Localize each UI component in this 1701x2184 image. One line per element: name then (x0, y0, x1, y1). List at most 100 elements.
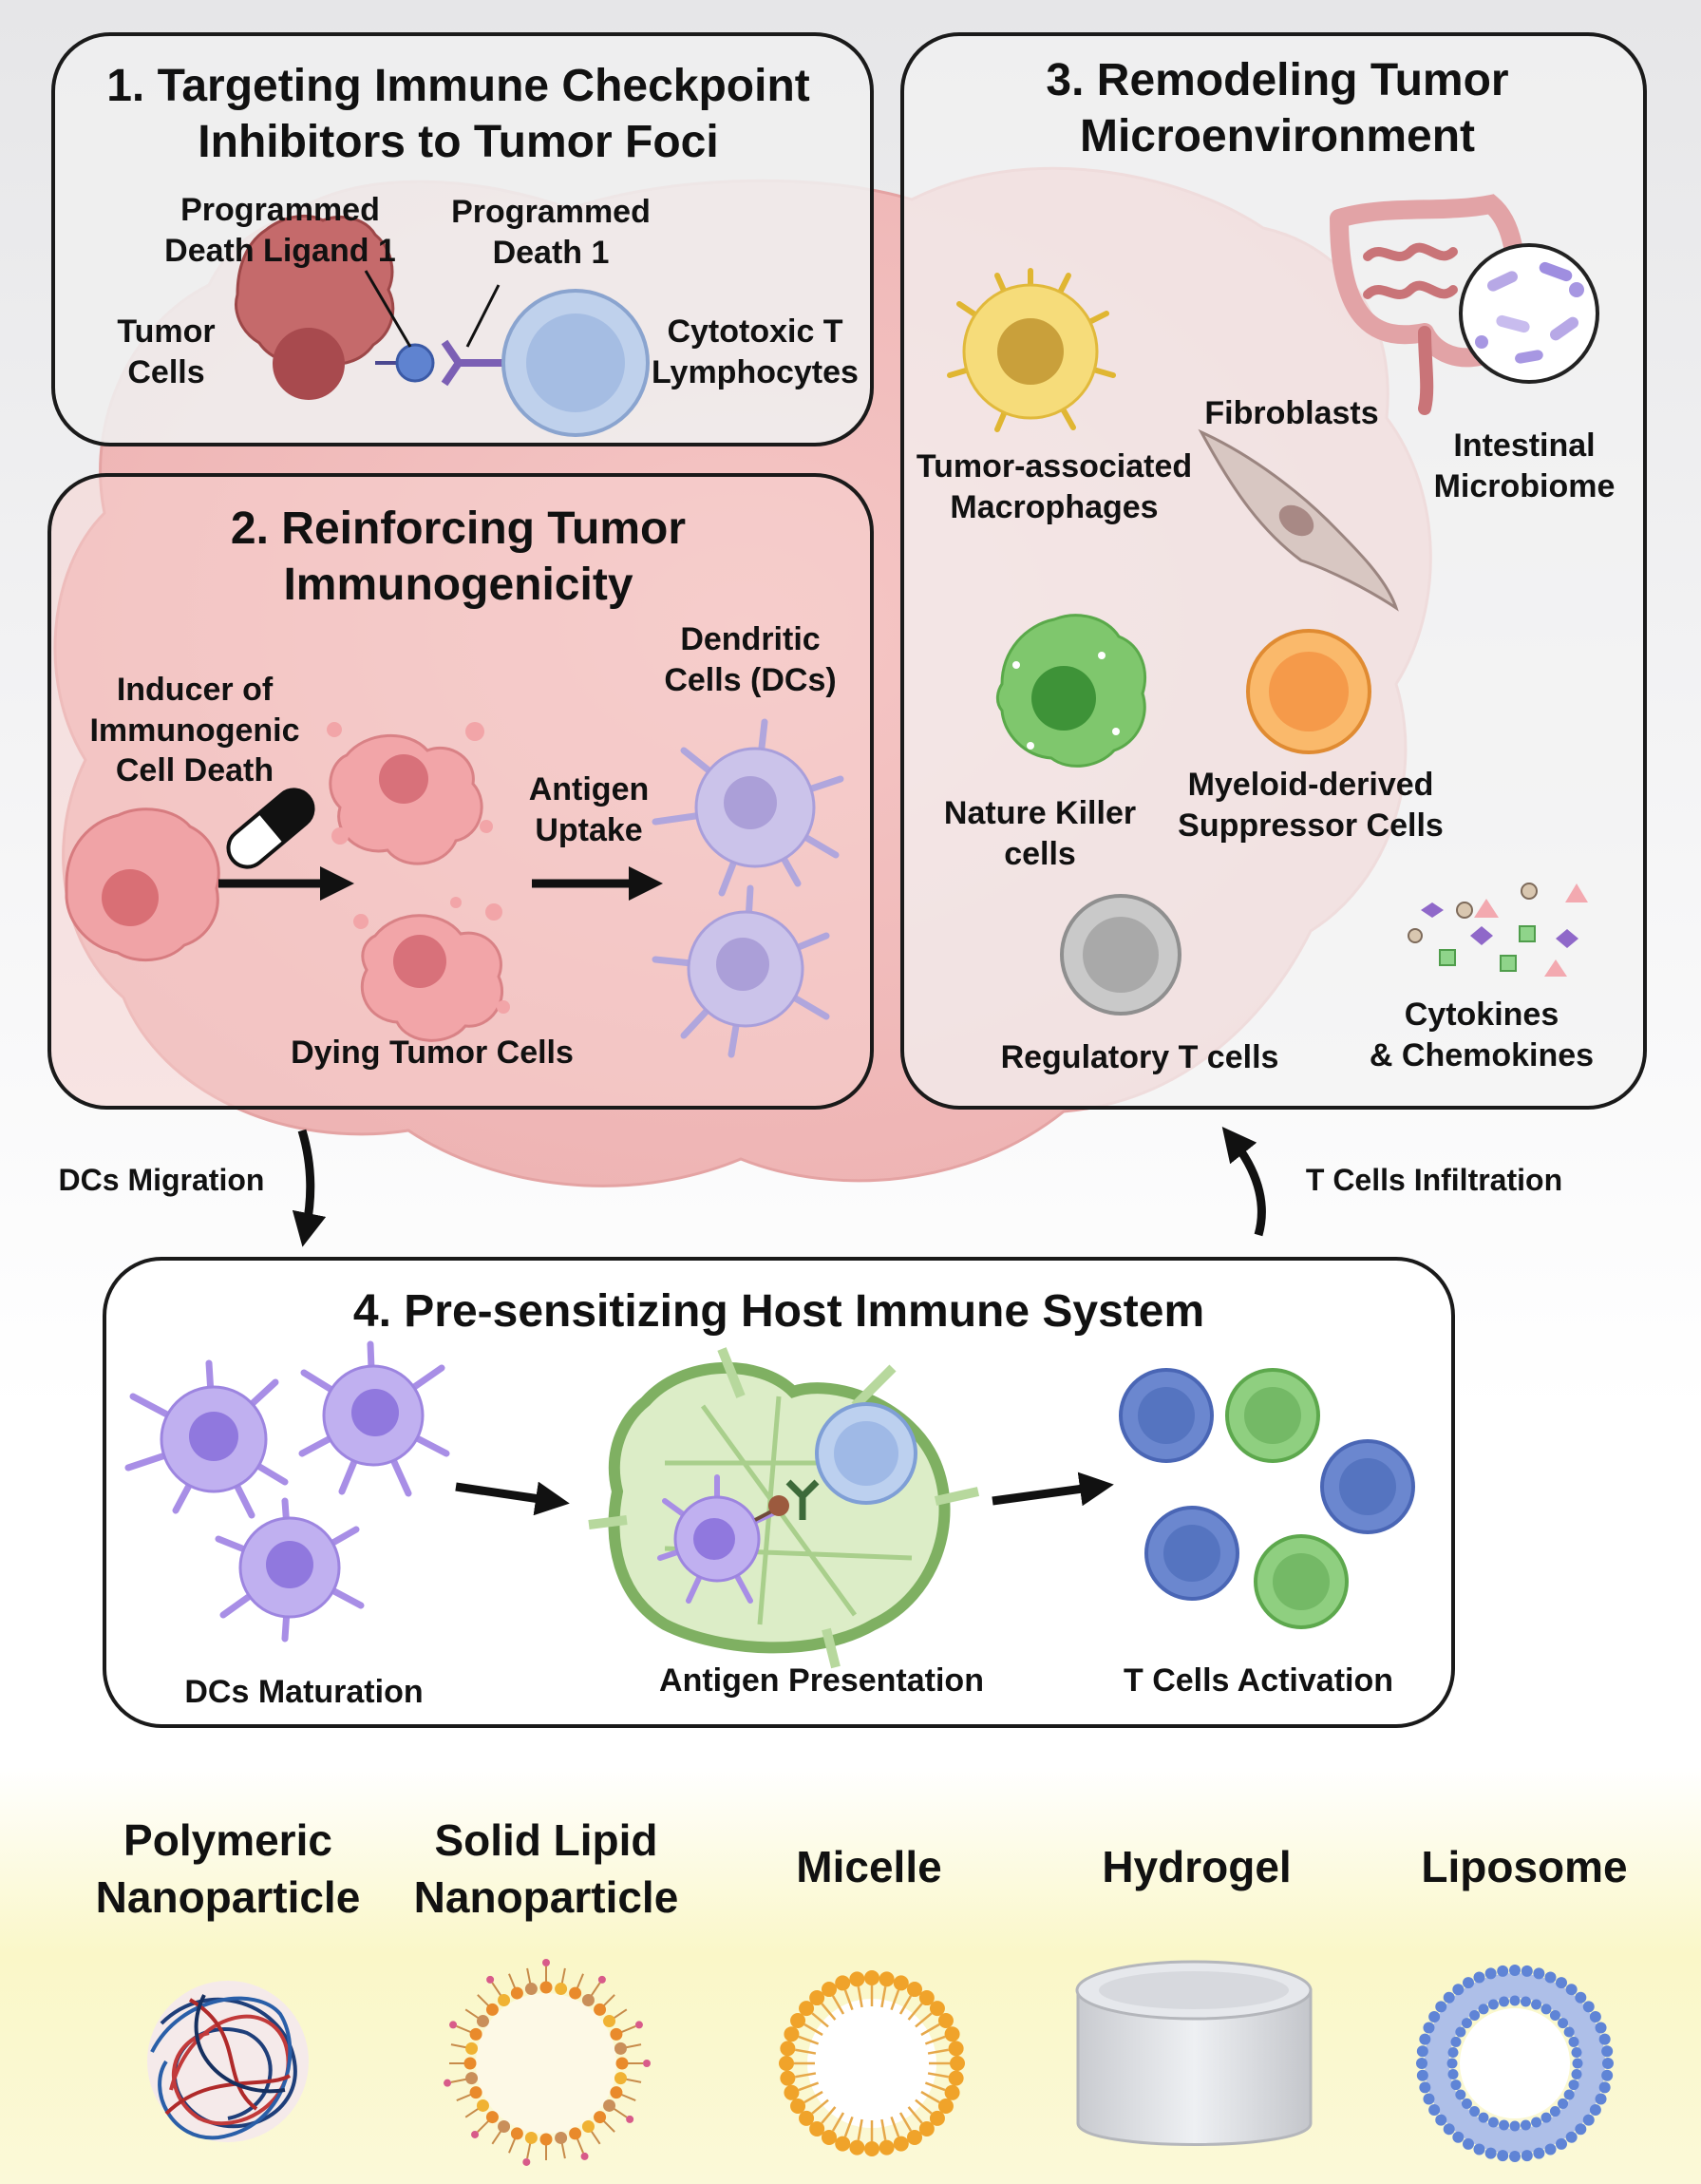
mature-dc-icon (298, 1340, 450, 1497)
nk-cells-label-line-1: Nature Killer (943, 795, 1137, 831)
pd1-label: Programmed Death 1 (437, 192, 665, 273)
sln-label-line-2: Nanoparticle (413, 1871, 679, 1922)
tam-label: Tumor-associated Macrophages (907, 446, 1201, 527)
micelle-icon (779, 1970, 965, 2156)
cytokines-label: Cytokines & Chemokines (1353, 995, 1610, 1075)
dendritic-cells-label-line-1: Dendritic (680, 621, 821, 657)
dendritic-cells-label-line-2: Cells (DCs) (664, 661, 837, 698)
icd-inducer-label: Inducer of Immunogenic Cell Death (71, 670, 318, 791)
fibroblasts-label: Fibroblasts (1204, 395, 1379, 431)
pdl1-label-line-1: Programmed (180, 192, 380, 228)
dendritic-cell-icon (652, 884, 830, 1058)
liposome-icon (1416, 1965, 1614, 2162)
panel-3-box (900, 32, 1647, 1110)
activated-t-cell-icon (1320, 1439, 1415, 1534)
nk-cells-label: Nature Killer cells (926, 793, 1154, 874)
cytokines-icon (1408, 883, 1588, 977)
arrow-t-infiltration (1221, 1126, 1266, 1237)
panel-1-title-line-2: Inhibitors to Tumor Foci (198, 116, 719, 167)
fibroblast-icon (1198, 428, 1399, 612)
activated-t-cell-icon (1144, 1506, 1239, 1601)
presenting-dc-icon (657, 1474, 782, 1604)
dendritic-cells-label: Dendritic Cells (DCs) (646, 619, 855, 700)
t-cells-infiltration-label: T Cells Infiltration (1305, 1163, 1563, 1197)
panel-2-title: 2. Reinforcing Tumor Immunogenicity (57, 502, 860, 613)
microbiome-label-line-1: Intestinal (1453, 427, 1596, 464)
tumor-cells-label: Tumor Cells (95, 312, 237, 392)
tumor-cells-label-line-1: Tumor (117, 313, 216, 350)
icd-inducer-label-line-2: Immunogenic (89, 712, 300, 749)
antigen-uptake-label: Antigen Uptake (503, 769, 674, 850)
panel-3-title: 3. Remodeling Tumor Microenvironment (912, 53, 1643, 164)
intestine-icon (1330, 194, 1525, 415)
dying-tumor-cells-label: Dying Tumor Cells (291, 1035, 574, 1071)
pd1-icon (441, 339, 503, 387)
antigen-uptake-label-line-2: Uptake (535, 811, 643, 848)
pd1-label-line-2: Death 1 (492, 234, 610, 271)
naive-t-cell-icon (815, 1402, 917, 1505)
polymeric-label-line-2: Nanoparticle (95, 1871, 361, 1922)
dendritic-cell-icon (652, 718, 844, 897)
dying-tumor-cell-icon (327, 722, 493, 865)
panel-3-title-line-2: Microenvironment (1079, 110, 1476, 161)
panel-1-title: 1. Targeting Immune Checkpoint Inhibitor… (57, 59, 860, 170)
dcs-maturation-label: DCs Maturation (184, 1674, 424, 1710)
activated-t-cell-icon (1225, 1368, 1320, 1463)
activated-t-cell-icon (1119, 1368, 1214, 1463)
solid-lipid-nanoparticle-icon (444, 1959, 651, 2166)
mature-dc-icon (124, 1359, 289, 1519)
icd-inducer-label-line-3: Cell Death (115, 752, 274, 788)
mdsc-label: Myeloid-derived Suppressor Cells (1163, 765, 1458, 845)
micelle-label: Micelle (796, 1842, 942, 1891)
panel-1-title-line-1: 1. Targeting Immune Checkpoint (106, 61, 810, 111)
tam-label-line-2: Macrophages (950, 488, 1159, 525)
mature-dc-icon (215, 1497, 365, 1643)
microbiome-icon (1459, 243, 1599, 384)
hydrogel-label: Hydrogel (1102, 1842, 1292, 1891)
polymeric-label-line-1: Polymeric (123, 1815, 332, 1865)
pdl1-label-line-2: Death Ligand 1 (164, 232, 396, 269)
mdsc-icon (1246, 629, 1371, 754)
treg-icon (1060, 894, 1181, 1016)
tumor-cell-icon (235, 214, 395, 400)
activated-t-cell-icon (1254, 1534, 1349, 1629)
panel-3-title-line-1: 3. Remodeling Tumor (1046, 55, 1509, 105)
macrophage-icon (947, 268, 1116, 432)
antigen-uptake-label-line-1: Antigen (528, 771, 650, 807)
ctl-label-line-1: Cytotoxic T (667, 313, 843, 350)
liposome-label: Liposome (1421, 1842, 1628, 1891)
nk-cell-icon (995, 614, 1147, 768)
arrow-to-activation (992, 1472, 1114, 1507)
sln-label-line-1: Solid Lipid (434, 1815, 658, 1865)
microbiome-label: Intestinal Microbiome (1420, 426, 1629, 506)
tam-label-line-1: Tumor-associated (916, 448, 1193, 484)
pd1-label-line-1: Programmed (451, 194, 651, 230)
ctl-label: Cytotoxic T Lymphocytes (646, 312, 864, 392)
t-cells-activation-label: T Cells Activation (1123, 1662, 1394, 1699)
cytokines-label-line-1: Cytokines (1404, 997, 1559, 1033)
mdsc-label-line-1: Myeloid-derived (1187, 767, 1434, 803)
mdsc-label-line-2: Suppressor Cells (1178, 807, 1444, 844)
dcs-migration-label: DCs Migration (58, 1163, 265, 1197)
antigen-presentation-label: Antigen Presentation (659, 1662, 984, 1699)
tumor-cells-label-line-2: Cells (127, 353, 205, 390)
nk-cells-label-line-2: cells (1004, 835, 1076, 872)
icd-inducer-label-line-1: Inducer of (116, 672, 274, 708)
polymeric-nanoparticle-label: Polymeric Nanoparticle (76, 1813, 380, 1927)
panel-2-title-line-1: 2. Reinforcing Tumor (230, 503, 687, 554)
arrow-dcs-migration (292, 1129, 327, 1247)
hydrogel-icon (1075, 1960, 1313, 2146)
ctl-label-line-2: Lymphocytes (652, 353, 859, 390)
antigen-icon (768, 1495, 789, 1516)
tumor-cell-icon (65, 807, 220, 962)
polymeric-nanoparticle-icon (147, 1981, 309, 2142)
drug-capsule-icon (226, 788, 315, 869)
pdl1-icon (395, 343, 435, 383)
tcr-icon (785, 1479, 820, 1520)
treg-label: Regulatory T cells (1000, 1039, 1279, 1075)
pdl1-label: Programmed Death Ligand 1 (142, 190, 418, 271)
cytokines-label-line-2: & Chemokines (1369, 1036, 1595, 1073)
arrow-to-presentation (455, 1481, 570, 1516)
